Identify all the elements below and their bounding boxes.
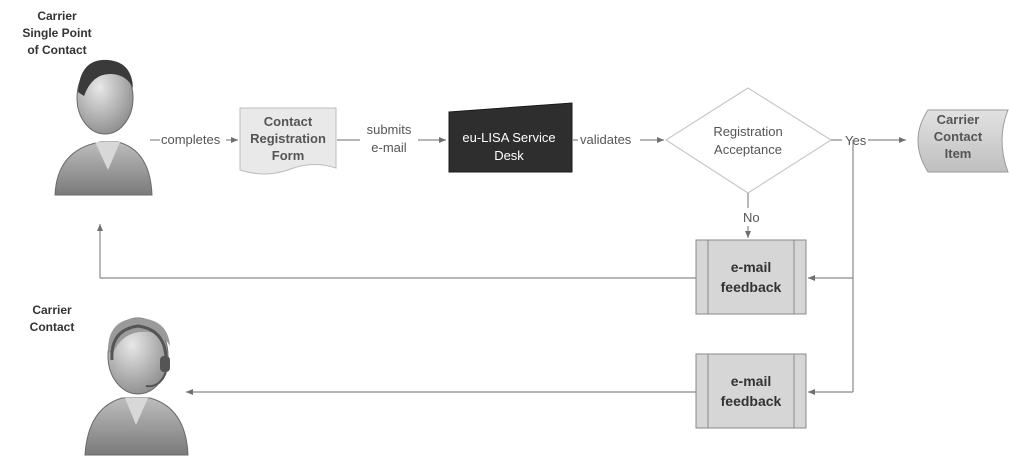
edge-no: No — [740, 193, 762, 238]
form-label-1: Contact — [264, 114, 313, 129]
actor-spoc-label-3: of Contact — [27, 43, 86, 57]
feedback-yes-label-1: e-mail — [731, 373, 771, 389]
node-carrier-contact-item: Carrier Contact Item — [917, 109, 1009, 173]
node-email-feedback-no: e-mail feedback — [695, 239, 807, 315]
service-desk-label-2: Desk — [494, 148, 524, 163]
actor-carrier-spoc: Carrier Single Point of Contact — [22, 9, 153, 196]
contact-item-label-3: Item — [945, 146, 972, 161]
edge-submits-email: submits e-mail — [337, 120, 446, 158]
person-icon — [54, 59, 153, 196]
service-desk-label-1: eu-LISA Service — [462, 130, 555, 145]
feedback-no-label-2: feedback — [721, 279, 782, 295]
node-service-desk: eu-LISA Service Desk — [448, 102, 573, 173]
node-contact-registration-form: Contact Registration Form — [239, 107, 337, 175]
feedback-no-label-1: e-mail — [731, 259, 771, 275]
edge-no-label: No — [743, 210, 760, 225]
edge-completes: completes — [150, 132, 238, 147]
person-with-headset-icon — [84, 317, 189, 456]
edge-submits-label-2: e-mail — [371, 140, 407, 155]
node-registration-acceptance-decision: Registration Acceptance — [664, 87, 833, 194]
edge-validates-label: validates — [580, 132, 632, 147]
feedback-yes-label-2: feedback — [721, 393, 782, 409]
edge-submits-label-1: submits — [367, 122, 412, 137]
edge-yes-label: Yes — [845, 133, 867, 148]
contact-item-label-1: Carrier — [937, 112, 980, 127]
node-email-feedback-yes: e-mail feedback — [695, 353, 807, 429]
edge-feedback-to-spoc — [97, 224, 696, 279]
edge-completes-label: completes — [161, 132, 221, 147]
actor-contact-label-1: Carrier — [32, 303, 72, 317]
decision-label-1: Registration — [713, 124, 782, 139]
edge-validates: validates — [573, 130, 664, 148]
edge-yes: Yes — [831, 131, 906, 149]
edge-yes-to-feedbacks — [808, 140, 854, 395]
form-label-3: Form — [272, 148, 305, 163]
contact-item-label-2: Contact — [934, 129, 983, 144]
form-label-2: Registration — [250, 131, 326, 146]
actor-carrier-contact: Carrier Contact — [30, 303, 189, 456]
actor-contact-label-2: Contact — [30, 320, 75, 334]
decision-label-2: Acceptance — [714, 142, 782, 157]
actor-spoc-label-2: Single Point — [22, 26, 91, 40]
actor-spoc-label-1: Carrier — [37, 9, 77, 23]
